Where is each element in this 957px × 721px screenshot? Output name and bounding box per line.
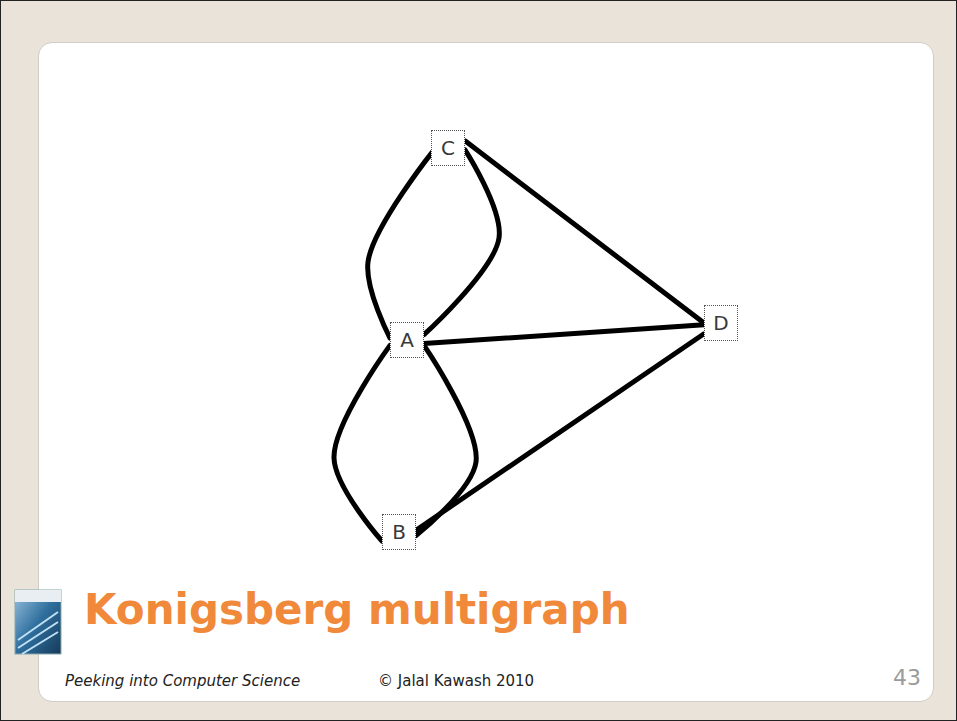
graph-edge — [416, 334, 704, 530]
footer-text: © Jalal Kawash 2010 — [378, 671, 534, 692]
vertex-box: C — [431, 130, 465, 166]
vertex-box: D — [704, 305, 738, 341]
graph-edge — [424, 150, 499, 335]
graph-edge — [334, 345, 390, 541]
graph-edge — [368, 152, 433, 339]
vertex-label: A — [399, 328, 415, 352]
vertex-box: B — [382, 514, 416, 550]
graph-edge — [424, 325, 704, 344]
graph-edge — [465, 141, 704, 323]
footer-text: Peeking into Computer Science — [65, 671, 300, 692]
slide-number: 43 — [893, 664, 921, 692]
slide-title: Konigsberg multigraph — [84, 584, 630, 636]
vertex-label: B — [391, 520, 407, 544]
vertex-label: C — [440, 136, 456, 160]
vertex-label: D — [713, 311, 729, 335]
vertex-box: A — [390, 322, 424, 358]
